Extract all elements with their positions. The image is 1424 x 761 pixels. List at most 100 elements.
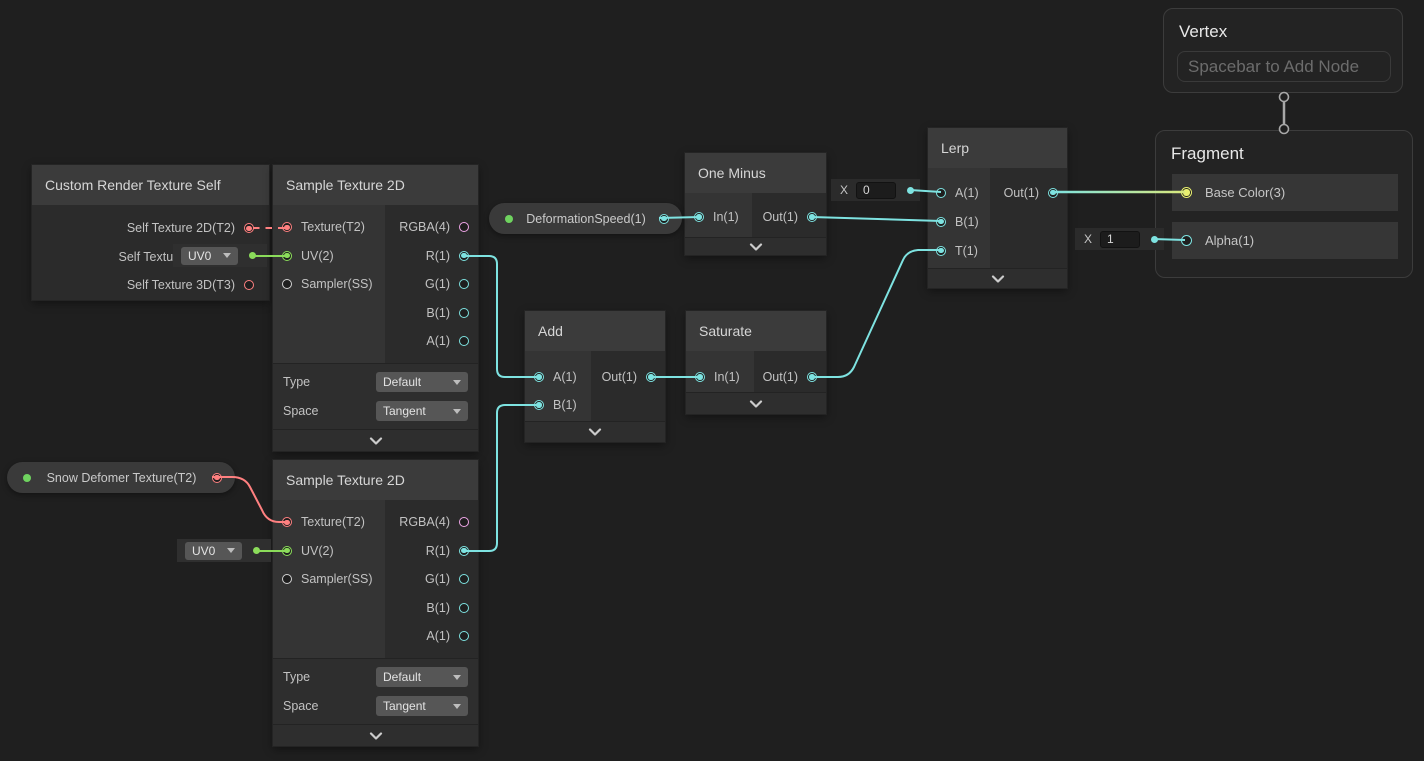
collapse-button[interactable]: [928, 268, 1067, 288]
node-custom-render-texture-self[interactable]: Custom Render Texture Self Self Texture …: [31, 164, 270, 301]
vertex-master-node[interactable]: Vertex Spacebar to Add Node: [1163, 8, 1403, 93]
port-label: Out(1): [762, 210, 798, 224]
port-label: Self Texture 2D(T2): [126, 221, 235, 236]
connector-dot-icon: [253, 547, 260, 554]
input-port-uv[interactable]: [282, 250, 292, 261]
input-port-b[interactable]: [936, 216, 946, 227]
uv-channel-dropdown[interactable]: UV0: [181, 246, 238, 265]
value-input[interactable]: 1: [1100, 230, 1140, 248]
output-port-r[interactable]: [459, 250, 469, 261]
port-label: R(1): [425, 248, 450, 263]
dropdown-arrow-icon: [453, 408, 461, 414]
uv-channel-widget-top: UV0: [173, 244, 267, 267]
node-sample-texture-2d-top[interactable]: Sample Texture 2D Texture(T2) UV(2) Samp…: [272, 164, 479, 452]
input-port-base-color[interactable]: [1181, 187, 1192, 198]
value-input[interactable]: 0: [856, 181, 896, 199]
fragment-master-node[interactable]: Fragment Base Color(3) Alpha(1): [1155, 130, 1413, 278]
input-port-alpha[interactable]: [1181, 235, 1192, 246]
property-label: DeformationSpeed(1): [526, 211, 646, 226]
input-port-in[interactable]: [694, 212, 704, 222]
type-dropdown[interactable]: Default: [376, 667, 468, 687]
collapse-button[interactable]: [273, 724, 478, 746]
output-port-out[interactable]: [1048, 187, 1058, 198]
input-port-texture[interactable]: [282, 222, 292, 233]
dropdown-arrow-icon: [453, 674, 461, 680]
output-port-a[interactable]: [459, 631, 469, 642]
chevron-down-icon: [749, 399, 763, 408]
input-port-sampler[interactable]: [282, 574, 292, 585]
property-node-snow-deformer-texture[interactable]: Snow Defomer Texture(T2): [7, 462, 235, 493]
collapse-button[interactable]: [686, 392, 826, 414]
node-add[interactable]: Add A(1) B(1) Out(1): [524, 310, 666, 443]
output-port-g[interactable]: [459, 574, 469, 585]
output-port-self-texture-3d[interactable]: [244, 280, 254, 291]
port-row: B(1): [928, 207, 990, 236]
chevron-down-icon: [991, 274, 1004, 283]
edge-oneminus-to-lerp-b[interactable]: [811, 216, 942, 222]
port-row: Out(1): [591, 363, 665, 391]
output-port-self-texture-2d[interactable]: [244, 223, 254, 234]
port-label: A(1): [426, 334, 450, 349]
input-port-t[interactable]: [936, 245, 946, 256]
port-row: UV(2): [273, 242, 385, 271]
port-label: Sampler(SS): [301, 572, 373, 587]
space-dropdown[interactable]: Tangent: [376, 401, 468, 421]
output-port-out[interactable]: [646, 372, 656, 382]
output-port[interactable]: [211, 472, 222, 483]
port-label: Out(1): [601, 370, 637, 384]
output-port-b[interactable]: [459, 602, 469, 613]
input-port-in[interactable]: [695, 372, 705, 382]
edge-saturate-to-lerp-t[interactable]: [812, 249, 941, 378]
output-port-r[interactable]: [459, 545, 469, 556]
port-label: G(1): [425, 572, 450, 587]
node-lerp[interactable]: Lerp A(1) B(1) T(1) Out(1): [927, 127, 1068, 289]
output-port-out[interactable]: [807, 212, 817, 222]
port-row: G(1): [385, 270, 478, 299]
node-one-minus[interactable]: One Minus In(1) Out(1): [684, 152, 827, 256]
collapse-button[interactable]: [685, 237, 826, 255]
input-port-sampler[interactable]: [282, 279, 292, 290]
input-port-uv[interactable]: [282, 545, 292, 556]
port-row: RGBA(4): [385, 213, 478, 242]
output-port-rgba[interactable]: [459, 517, 469, 528]
connector-dot-icon: [1151, 235, 1158, 243]
port-row: RGBA(4): [385, 508, 478, 537]
input-port-a[interactable]: [534, 372, 544, 382]
port-row: In(1): [686, 363, 754, 391]
input-port-b[interactable]: [534, 400, 544, 410]
port-label: B(1): [553, 398, 577, 412]
type-dropdown[interactable]: Default: [376, 372, 468, 392]
input-port-a[interactable]: [936, 187, 946, 198]
port-label: RGBA(4): [399, 515, 450, 530]
dropdown-arrow-icon: [453, 703, 461, 709]
port-row: A(1): [525, 363, 591, 391]
setting-label: Type: [283, 375, 311, 389]
property-node-deformation-speed[interactable]: DeformationSpeed(1): [489, 203, 682, 234]
output-port-b[interactable]: [459, 307, 469, 318]
setting-label: Space: [283, 404, 319, 418]
collapse-button[interactable]: [273, 429, 478, 451]
output-port-out[interactable]: [807, 372, 817, 382]
input-port-texture[interactable]: [282, 517, 292, 528]
port-row: Texture(T2): [273, 213, 385, 242]
space-dropdown[interactable]: Tangent: [376, 696, 468, 716]
output-port-a[interactable]: [459, 336, 469, 347]
port-label: B(1): [955, 214, 979, 229]
chevron-down-icon: [588, 428, 602, 436]
port-label: In(1): [713, 210, 739, 224]
output-port-rgba[interactable]: [459, 222, 469, 233]
node-saturate[interactable]: Saturate In(1) Out(1): [685, 310, 827, 415]
chevron-down-icon: [749, 242, 762, 251]
uv-channel-dropdown[interactable]: UV0: [185, 541, 242, 560]
collapse-button[interactable]: [525, 421, 665, 442]
output-port[interactable]: [658, 213, 669, 224]
output-port-g[interactable]: [459, 279, 469, 290]
port-row: Sampler(SS): [273, 270, 385, 299]
port-label: A(1): [426, 629, 450, 644]
uv-channel-widget-bottom: UV0: [177, 539, 271, 562]
node-title: Add: [525, 311, 665, 351]
node-sample-texture-2d-bottom[interactable]: Sample Texture 2D Texture(T2) UV(2) Samp…: [272, 459, 479, 747]
port-row: Out(1): [752, 203, 826, 231]
add-node-placeholder[interactable]: Spacebar to Add Node: [1177, 51, 1391, 82]
